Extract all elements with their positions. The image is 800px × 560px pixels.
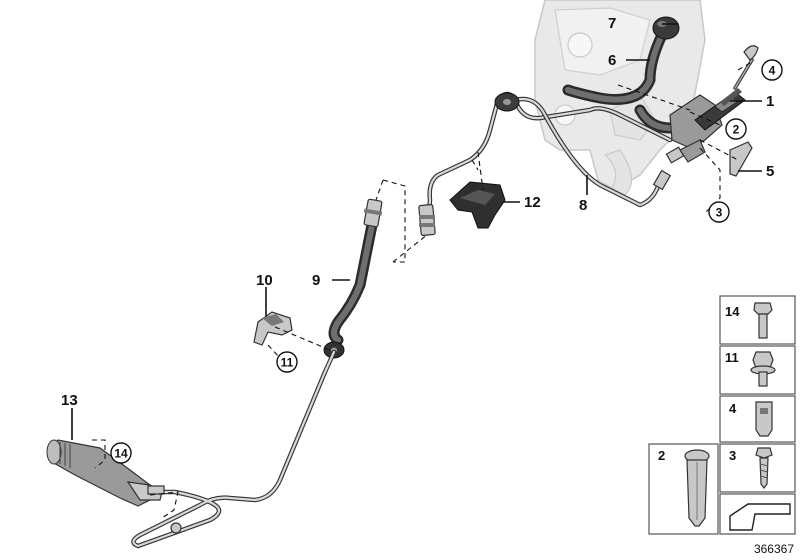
svg-text:14: 14: [114, 447, 128, 461]
callout-13: 13: [61, 392, 78, 409]
callout-1: 1: [766, 93, 774, 110]
legend-cell-11: 11: [719, 345, 796, 395]
callout-12: 12: [524, 194, 541, 211]
reservoir-hose: [562, 29, 676, 134]
diagram-reference-number: 366367: [754, 542, 794, 556]
legend-cell-4: 4: [719, 395, 796, 443]
svg-text:4: 4: [729, 401, 737, 416]
svg-text:11: 11: [281, 356, 294, 370]
legend-cell-3: 3: [719, 443, 796, 493]
flexible-hose: [323, 198, 383, 359]
circled-callouts: 4 2 3 11 14: [110, 59, 783, 464]
pressure-line-upper: [418, 91, 673, 236]
circled-callout-2: 2: [725, 118, 747, 140]
svg-text:11: 11: [725, 350, 739, 365]
circled-callout-3: 3: [708, 201, 730, 223]
svg-text:4: 4: [769, 64, 776, 78]
callout-9: 9: [312, 272, 320, 289]
circled-callout-14: 14: [110, 442, 132, 464]
svg-text:2: 2: [658, 448, 665, 463]
arrow-icon: [729, 503, 791, 531]
legend-cell-arrow: [719, 493, 796, 535]
pipe-holder-bracket: [449, 181, 506, 229]
callout-10: 10: [256, 272, 273, 289]
retaining-pin: [729, 141, 753, 177]
line-holder-bracket: [253, 311, 293, 346]
circled-callout-11: 11: [276, 351, 298, 373]
callout-7: 7: [608, 15, 616, 32]
leader-lines: [71, 23, 762, 440]
callout-8: 8: [579, 197, 587, 214]
svg-text:3: 3: [729, 448, 736, 463]
callout-5: 5: [766, 163, 774, 180]
small-parts-legend: 14 11 4 2 3: [648, 295, 796, 535]
legend-cell-14: 14: [719, 295, 796, 345]
svg-text:2: 2: [733, 123, 740, 137]
rubber-grommet: [652, 16, 680, 40]
legend-cell-2: 2: [648, 443, 719, 535]
callout-labels: 7 6 1 5 8 12 9 10 13: [61, 15, 774, 409]
callout-6: 6: [608, 52, 616, 69]
svg-text:3: 3: [716, 206, 723, 220]
svg-text:14: 14: [725, 304, 740, 319]
pressure-line-lower: [131, 349, 337, 549]
clutch-slave-cylinder: [46, 439, 165, 507]
clutch-master-cylinder: [665, 45, 759, 164]
circled-callout-4: 4: [761, 59, 783, 81]
